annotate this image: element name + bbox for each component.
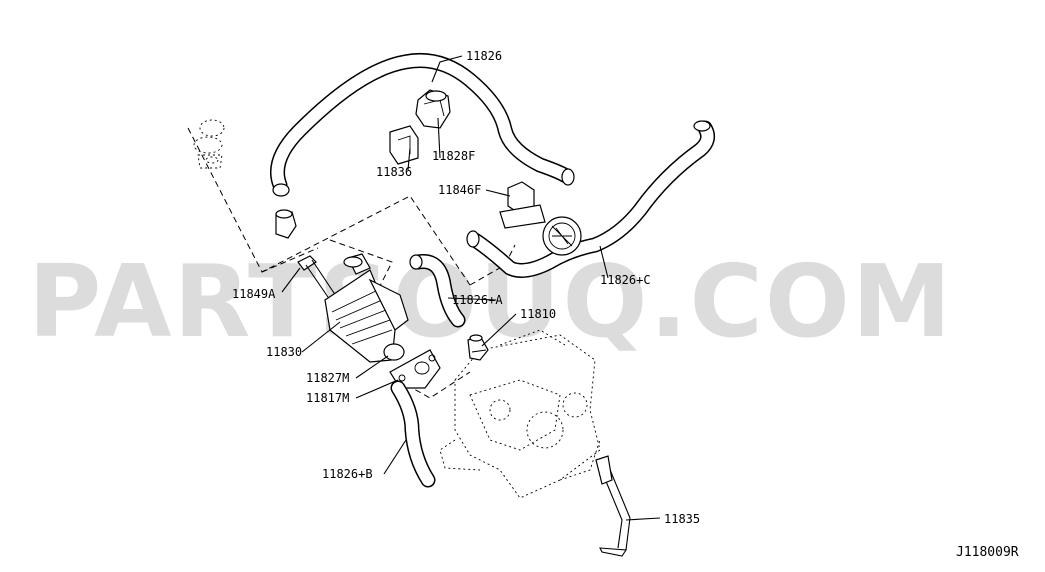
label-11817M: 11817M [306, 391, 349, 405]
label-11826B: 11826+B [322, 467, 373, 481]
hose-11826 [270, 52, 575, 197]
separator-11830 [324, 253, 409, 363]
valve-11846F [499, 181, 582, 256]
leader-lines [281, 55, 661, 521]
dipstick-tube-11835 [595, 455, 631, 557]
clip-11828F [415, 89, 451, 129]
small-parts-cluster [193, 119, 225, 169]
label-11849A: 11849A [232, 287, 276, 301]
clip-11836 [389, 125, 419, 165]
oring-11827M [383, 343, 405, 361]
label-11828F: 11828F [432, 149, 475, 163]
hose-11826A [409, 254, 466, 328]
label-11826A: 11826+A [452, 293, 503, 307]
engine-block [439, 329, 601, 499]
hose-11826C [466, 120, 716, 278]
diagram-code: J118009R [956, 545, 1019, 560]
hose-11826B [390, 380, 436, 488]
label-11826C: 11826+C [600, 273, 651, 287]
label-11810: 11810 [520, 307, 556, 321]
watermark-text: PARTSOUQ.COM [28, 243, 953, 360]
label-11836: 11836 [376, 165, 412, 179]
label-11835: 11835 [664, 512, 700, 526]
label-11826: 11826 [466, 49, 502, 63]
label-11846F: 11846F [438, 183, 481, 197]
valve-11810 [467, 334, 489, 361]
label-11827M: 11827M [306, 371, 349, 385]
bolt-11849A [297, 255, 337, 301]
label-11830: 11830 [266, 345, 302, 359]
hose-connector-top [275, 209, 297, 239]
